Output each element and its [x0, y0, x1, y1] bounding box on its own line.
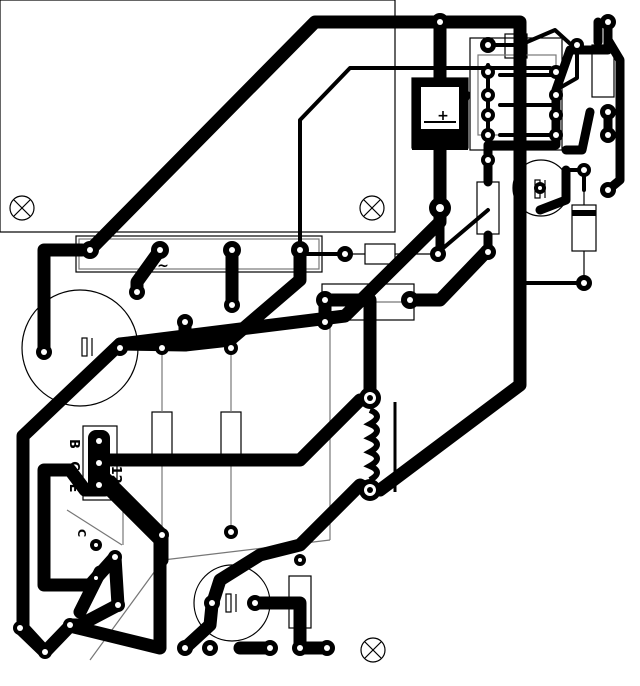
- bottom-capacitor-symbol: [225, 593, 237, 613]
- diode: [571, 190, 597, 283]
- pads-layer: [13, 13, 616, 659]
- pin-e-low-label: E: [18, 603, 26, 617]
- resistor-2: [151, 411, 173, 457]
- regulator: +: [412, 78, 468, 150]
- bridge-pad-1: [81, 241, 99, 259]
- inductor-pad-bottom: [359, 479, 381, 501]
- pin-c-label: C: [75, 529, 88, 537]
- transistor-c-label: C: [66, 461, 81, 471]
- resistor-1: [364, 243, 396, 265]
- transistor-e-label: E: [66, 484, 81, 493]
- mount-hole-right: [359, 195, 385, 221]
- pin-e-mid-label: E: [71, 578, 84, 586]
- labels-layer: ~ ~ + B C E P12 C E E: [18, 257, 306, 617]
- inductor-coil: [363, 407, 380, 483]
- resistor-3: [220, 411, 242, 457]
- mount-hole-left: [9, 195, 35, 221]
- bridge-ac1-label: ~: [157, 258, 169, 274]
- transistor-b-label: B: [66, 439, 81, 449]
- inductor-pad-top: [359, 387, 381, 409]
- connector-label: P12: [108, 456, 123, 484]
- mount-hole-bottom: [360, 637, 386, 663]
- resistor-5: [591, 44, 615, 98]
- bridge-plus-label: +: [294, 257, 306, 273]
- bridge-ac2-label: ~: [227, 258, 239, 274]
- transformer-outline: [0, 0, 396, 233]
- resistor-4: [476, 181, 500, 235]
- regulator-label: +: [437, 108, 449, 124]
- bridge-pad-2: [151, 241, 169, 259]
- bridge-pad-4: [291, 241, 309, 259]
- big-capacitor-symbol: [81, 337, 93, 357]
- bridge-pad-3: [223, 241, 241, 259]
- bridge-rectifier-outline: [75, 235, 323, 273]
